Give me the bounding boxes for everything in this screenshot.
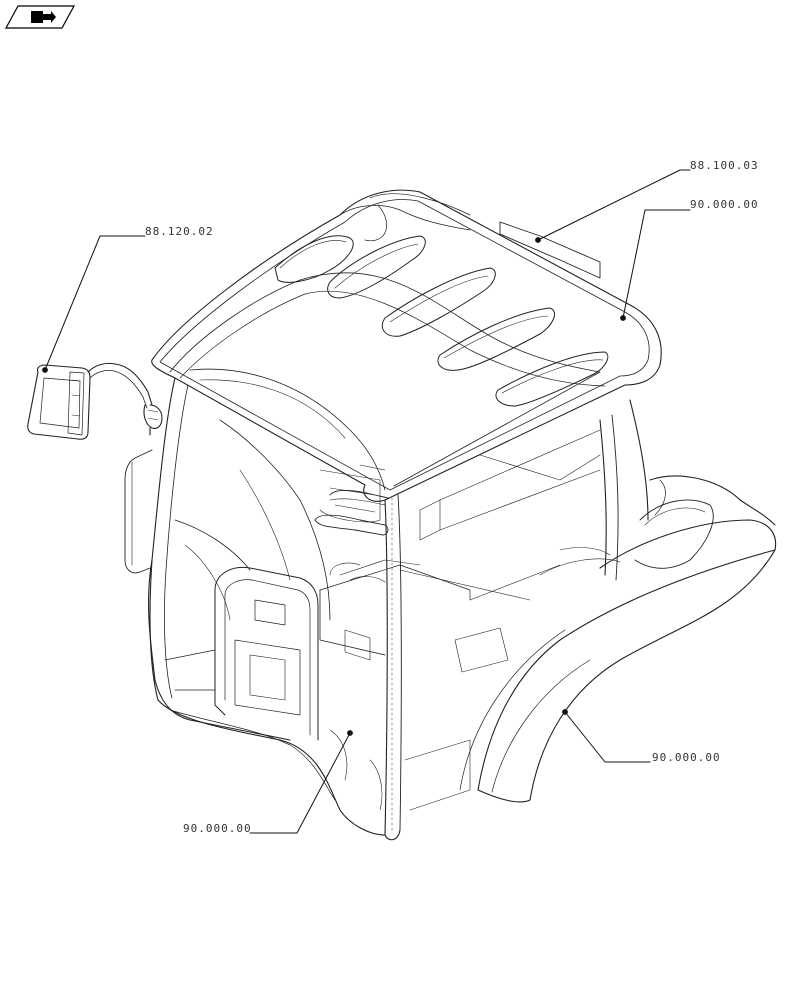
fender <box>459 475 777 803</box>
arrow-right-icon <box>4 5 76 29</box>
left-step <box>124 449 153 574</box>
callout-label: 90.000.00 <box>690 198 759 211</box>
front-panel-frame <box>164 566 319 741</box>
side-mirror <box>27 362 163 440</box>
callout-label: 90.000.00 <box>652 751 721 764</box>
callout-leaders <box>42 169 691 834</box>
leader-e <box>249 732 351 834</box>
leader-a <box>537 169 681 241</box>
cab-frame <box>148 377 649 841</box>
roof-pads <box>274 193 609 407</box>
grab-handles <box>314 490 389 536</box>
roof-panel <box>151 189 662 502</box>
callout-label: 90.000.00 <box>183 822 252 835</box>
leader-b <box>622 209 691 319</box>
callout-label: 88.100.03 <box>690 159 759 172</box>
leader-c <box>44 235 146 371</box>
leader-d <box>564 711 651 763</box>
callout-label: 88.120.02 <box>145 225 214 238</box>
roof-sun-visor <box>499 221 601 279</box>
cab-interior <box>174 368 621 811</box>
navigation-badge[interactable] <box>4 4 76 30</box>
